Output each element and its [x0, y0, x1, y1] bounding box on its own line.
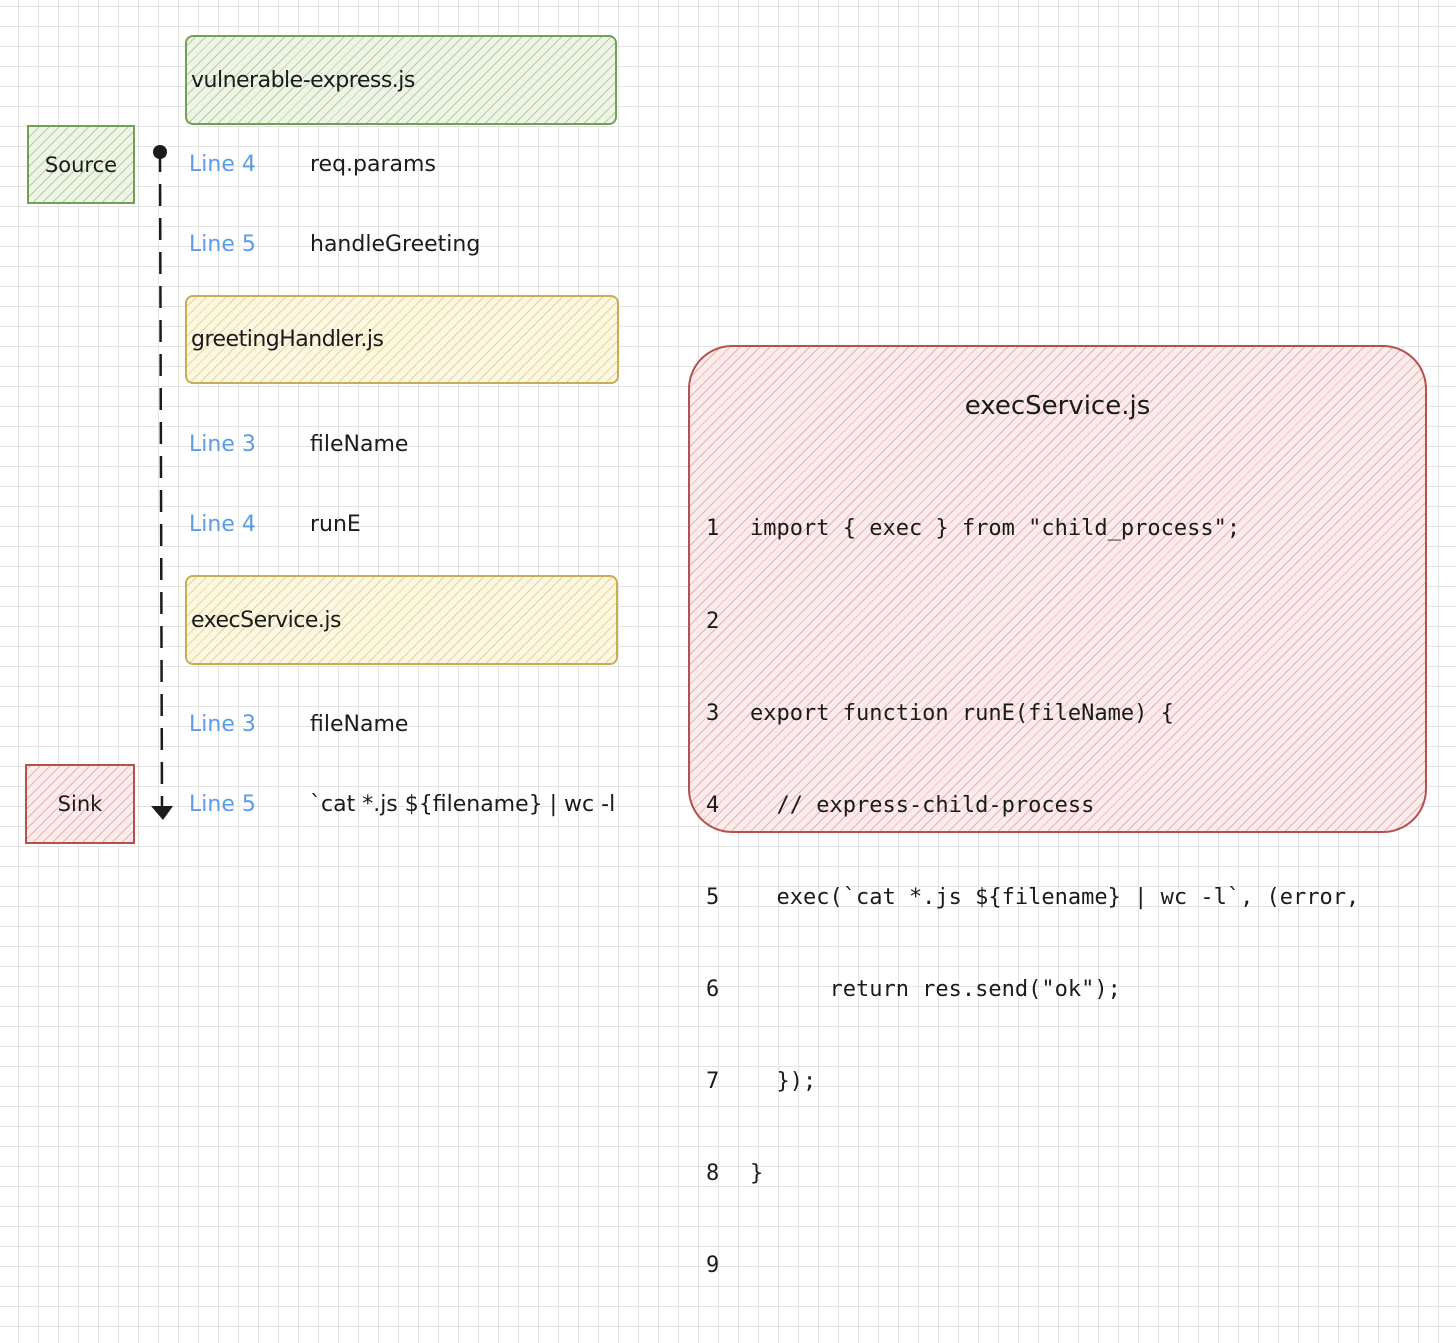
code-line: 4 // express-child-process — [706, 791, 1426, 822]
code-line-number: 1 — [706, 516, 720, 542]
code-line-number: 5 — [706, 884, 720, 910]
code-line-text: } — [750, 1161, 764, 1187]
code-line-text: import { exec } from "child_process"; — [750, 516, 1241, 542]
sink-label: Sink — [25, 764, 135, 844]
step-identifier: `cat *.js ${filename} | wc -l — [310, 792, 616, 817]
file-box-vulnerable-express: vulnerable-express.js — [185, 35, 617, 125]
code-line: 2 — [706, 607, 1426, 638]
code-line-text: return res.send("ok"); — [750, 976, 1121, 1002]
step-identifier: handleGreeting — [310, 232, 481, 257]
source-label: Source — [27, 125, 135, 204]
code-line: 5 exec(`cat *.js ${filename} | wc -l`, (… — [706, 883, 1426, 914]
flow-arrowhead — [151, 806, 173, 820]
step-identifier: fileName — [310, 432, 409, 457]
code-line-number: 9 — [706, 1253, 720, 1279]
step-line-number: Line 5 — [189, 792, 256, 817]
code-line-number: 4 — [706, 792, 720, 818]
code-line-number: 3 — [706, 700, 720, 726]
code-listing: 1 import { exec } from "child_process"; 2… — [706, 453, 1426, 1343]
step-identifier: fileName — [310, 712, 409, 737]
code-line: 3 export function runE(fileName) { — [706, 699, 1426, 730]
code-line-text: exec(`cat *.js ${filename} | wc -l`, (er… — [750, 884, 1360, 910]
step-line-number: Line 4 — [189, 512, 256, 537]
code-panel-title: execService.js — [964, 391, 1151, 421]
step-line-number: Line 3 — [189, 712, 256, 737]
file-box-exec-service: execService.js — [185, 575, 618, 665]
code-line-text: // express-child-process — [750, 792, 1095, 818]
code-line: 1 import { exec } from "child_process"; — [706, 514, 1426, 545]
code-line: 7 }); — [706, 1067, 1426, 1098]
code-line-number: 8 — [706, 1161, 720, 1187]
code-line: 8} — [706, 1159, 1426, 1190]
code-line: 6 return res.send("ok"); — [706, 975, 1426, 1006]
step-line-number: Line 3 — [189, 432, 256, 457]
step-line-number: Line 4 — [189, 152, 256, 177]
step-identifier: req.params — [310, 152, 436, 177]
step-line-number: Line 5 — [189, 232, 256, 257]
flow-connector — [151, 145, 173, 820]
file-box-greeting-handler: greetingHandler.js — [185, 295, 619, 384]
flow-dashed-line — [158, 149, 164, 813]
code-panel: execService.js 1 import { exec } from "ch… — [688, 345, 1427, 1278]
step-identifier: runE — [310, 512, 361, 537]
code-line-text: }); — [750, 1068, 817, 1094]
code-line: 9 — [706, 1251, 1426, 1282]
flow-start-dot — [153, 145, 167, 159]
code-line-text: export function runE(fileName) { — [750, 700, 1174, 726]
code-line-number: 6 — [706, 976, 720, 1002]
code-line-number: 2 — [706, 608, 720, 634]
code-line-number: 7 — [706, 1068, 720, 1094]
